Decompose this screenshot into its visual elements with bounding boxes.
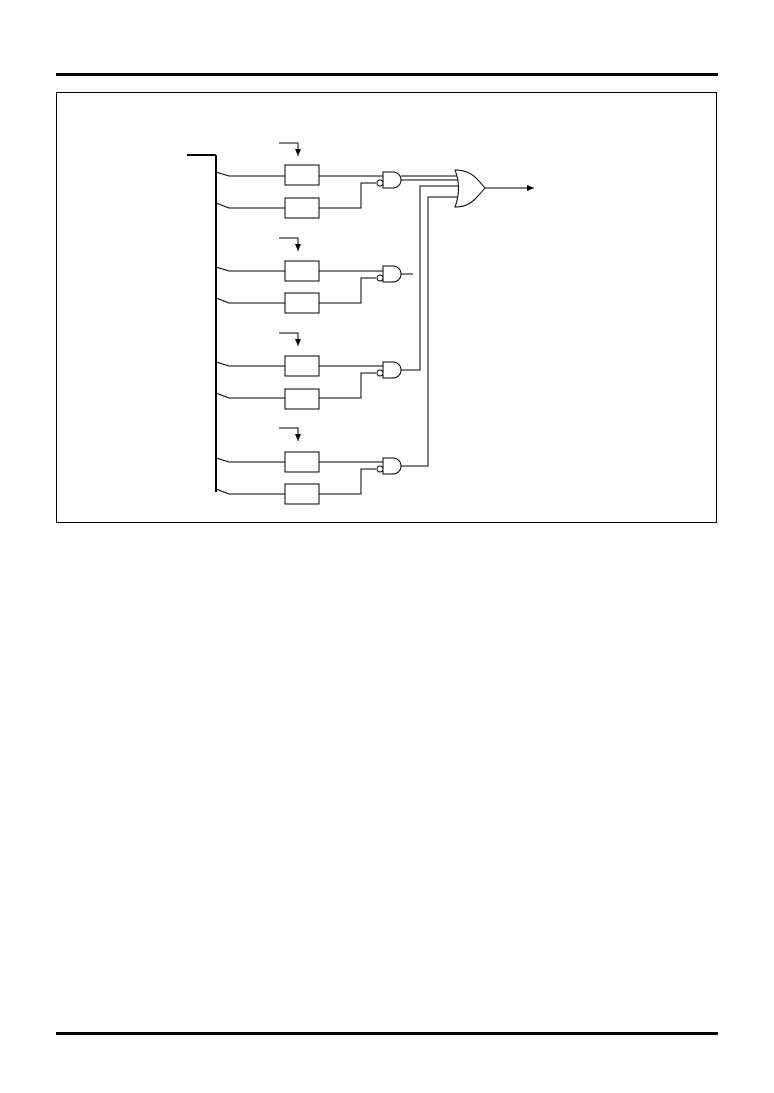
control-arrow-icon [279,143,301,156]
register-box [285,165,319,185]
register-box [285,198,319,218]
gate-group-4 [216,428,401,504]
bus-tap [216,203,285,208]
and-gate-icon [383,362,401,378]
control-arrow-icon [279,428,301,441]
gate-group-2 [216,238,413,313]
bus-tap [216,298,285,303]
inversion-bubble-icon [377,180,383,186]
and-gate-icon [383,266,401,282]
bus-tap [216,362,285,366]
inversion-bubble-icon [377,275,383,281]
control-arrow-icon [279,238,301,251]
register-box [285,484,319,504]
signal-line [319,373,376,398]
bus-tap [216,393,285,398]
register-box [285,389,319,409]
bus-tap [216,267,285,271]
or-gate-connections [401,176,459,466]
bus-tap [216,489,285,494]
header-rule [56,73,718,76]
footer-rule [56,1032,718,1035]
bus-tap [216,458,285,462]
register-box [285,261,319,281]
gate-group-1 [216,143,401,218]
and-gate-icon [383,172,401,188]
and-gate-icon [383,458,401,474]
register-box [285,452,319,472]
signal-line [319,183,376,208]
control-arrow-icon [279,333,301,346]
inversion-bubble-icon [377,466,383,472]
inversion-bubble-icon [377,370,383,376]
gate-group-3 [216,333,401,409]
register-box [285,356,319,376]
or-gate [455,170,534,207]
bus-tap [216,172,285,176]
signal-line [319,469,376,494]
register-box [285,293,319,313]
bus [187,155,216,492]
figure-frame [56,92,717,523]
signal-line [319,278,376,303]
or-gate-icon [455,170,485,207]
